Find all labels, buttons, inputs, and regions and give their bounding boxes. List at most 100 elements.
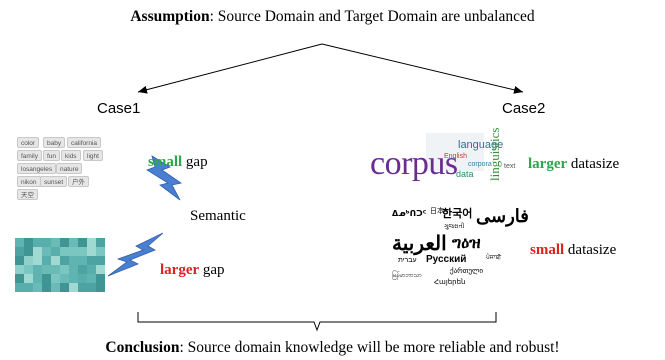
mosaic-tile	[15, 283, 24, 292]
case1-label: Case1	[97, 100, 141, 117]
tag: baby	[43, 137, 66, 148]
mosaic-tile	[87, 238, 96, 247]
mosaic-tile	[87, 256, 96, 265]
language-word: 日本	[430, 208, 444, 215]
mosaic-tile	[78, 265, 87, 274]
mosaic-tile	[60, 256, 69, 265]
mosaic-tile	[69, 265, 78, 274]
mosaic-tile	[96, 238, 105, 247]
mosaic-tile	[42, 247, 51, 256]
mosaic-tile	[15, 274, 24, 283]
mosaic-tile	[78, 283, 87, 292]
mosaic-tile	[69, 283, 78, 292]
mosaic-tile	[96, 274, 105, 283]
mosaic-tile	[24, 256, 33, 265]
tag: nikon	[17, 176, 41, 187]
mosaic-tile	[96, 247, 105, 256]
image-tag-cloud: color baby california family fun kids li…	[17, 137, 105, 203]
small-gap-emph: small	[148, 154, 183, 170]
mosaic-tile	[78, 256, 87, 265]
tag: 户外	[68, 176, 89, 187]
mosaic-tile	[15, 265, 24, 274]
wordcloud-bg	[426, 133, 484, 171]
mosaic-tile	[33, 238, 42, 247]
small-datasize-emph: small	[530, 242, 565, 258]
small-gap-rest: gap	[182, 154, 208, 170]
larger-gap-emph: larger	[160, 262, 200, 278]
conclusion-statement: Conclusion: Source domain knowledge will…	[0, 339, 665, 357]
wordcloud-word: corpora	[468, 161, 492, 168]
image-word-cloud: corpus language linguistics English corp…	[370, 128, 518, 193]
tag: sunset	[40, 176, 68, 187]
language-word: 한국어	[442, 208, 473, 220]
language-word: ਪੰਜਾਬੀ	[486, 255, 502, 261]
larger-datasize-rest: datasize	[567, 156, 620, 172]
assumption-statement: Assumption: Source Domain and Target Dom…	[0, 8, 665, 26]
wordcloud-word: text	[504, 163, 516, 170]
language-word: ግዕዝ	[452, 235, 481, 252]
wordcloud-word: linguistics	[487, 127, 502, 181]
language-word: ᐃᓄᒃᑎᑐᑦ	[392, 209, 427, 218]
case2-label: Case2	[502, 100, 546, 117]
tag: nature	[56, 163, 83, 174]
mosaic-tile	[69, 256, 78, 265]
language-word: العربية	[392, 233, 447, 255]
mosaic-tile	[51, 238, 60, 247]
mosaic-tile	[42, 238, 51, 247]
mosaic-tile	[51, 256, 60, 265]
wordcloud-word: English	[444, 153, 467, 160]
wordcloud-word: data	[456, 169, 474, 179]
mosaic-tile	[15, 238, 24, 247]
small-datasize-label: small datasize	[530, 242, 616, 259]
mosaic-tile	[24, 247, 33, 256]
larger-datasize-emph: larger	[528, 156, 568, 172]
mosaic-tile	[51, 265, 60, 274]
larger-datasize-label: larger datasize	[528, 156, 619, 173]
mosaic-tile	[60, 238, 69, 247]
mosaic-tile	[87, 274, 96, 283]
mosaic-tile	[42, 274, 51, 283]
language-word: မြန်မာဘာသာ	[392, 273, 422, 279]
assumption-label: Assumption	[130, 8, 210, 25]
small-datasize-rest: datasize	[564, 242, 617, 258]
language-word: Հայերեն	[434, 279, 466, 286]
mosaic-tile	[78, 247, 87, 256]
semantic-label: Semantic	[190, 208, 246, 224]
mosaic-tile	[60, 274, 69, 283]
image-language-scripts: ᐃᓄᒃᑎᑐᑦ 日本 한국어 فارسی ગુજરાતી العربية ግዕዝ …	[392, 207, 529, 295]
tag: kids	[61, 150, 81, 161]
language-word: עברית	[398, 257, 417, 264]
tag: fun	[43, 150, 61, 161]
arrow-to-case2	[321, 43, 524, 94]
tag: losangeles	[17, 163, 57, 174]
mosaic-tile	[24, 274, 33, 283]
mosaic-tile	[33, 274, 42, 283]
mosaic-tile	[69, 247, 78, 256]
larger-gap-rest: gap	[199, 262, 225, 278]
wordcloud-word: language	[458, 139, 504, 151]
conclusion-text: : Source domain knowledge will be more r…	[179, 339, 560, 356]
tag: 天空	[17, 189, 38, 200]
arrow-to-case1	[137, 43, 323, 94]
mosaic-tile	[96, 283, 105, 292]
mosaic-tile	[87, 247, 96, 256]
mosaic-tile	[33, 256, 42, 265]
image-pixelated-texture	[15, 238, 105, 292]
lightning-bolt-small-gap	[146, 155, 182, 201]
mosaic-tile	[51, 247, 60, 256]
mosaic-tile	[60, 283, 69, 292]
mosaic-tile	[51, 274, 60, 283]
language-word: فارسی	[476, 206, 529, 226]
mosaic-tile	[96, 265, 105, 274]
mosaic-tile	[42, 283, 51, 292]
mosaic-tile	[78, 238, 87, 247]
mosaic-tile	[33, 247, 42, 256]
conclusion-brace	[137, 312, 497, 332]
assumption-text: : Source Domain and Target Domain are un…	[209, 8, 535, 25]
tag: color	[17, 137, 40, 148]
mosaic-tile	[51, 283, 60, 292]
larger-gap-label: larger gap	[160, 262, 225, 279]
mosaic-tile	[60, 247, 69, 256]
language-word: ქართული	[450, 268, 484, 275]
